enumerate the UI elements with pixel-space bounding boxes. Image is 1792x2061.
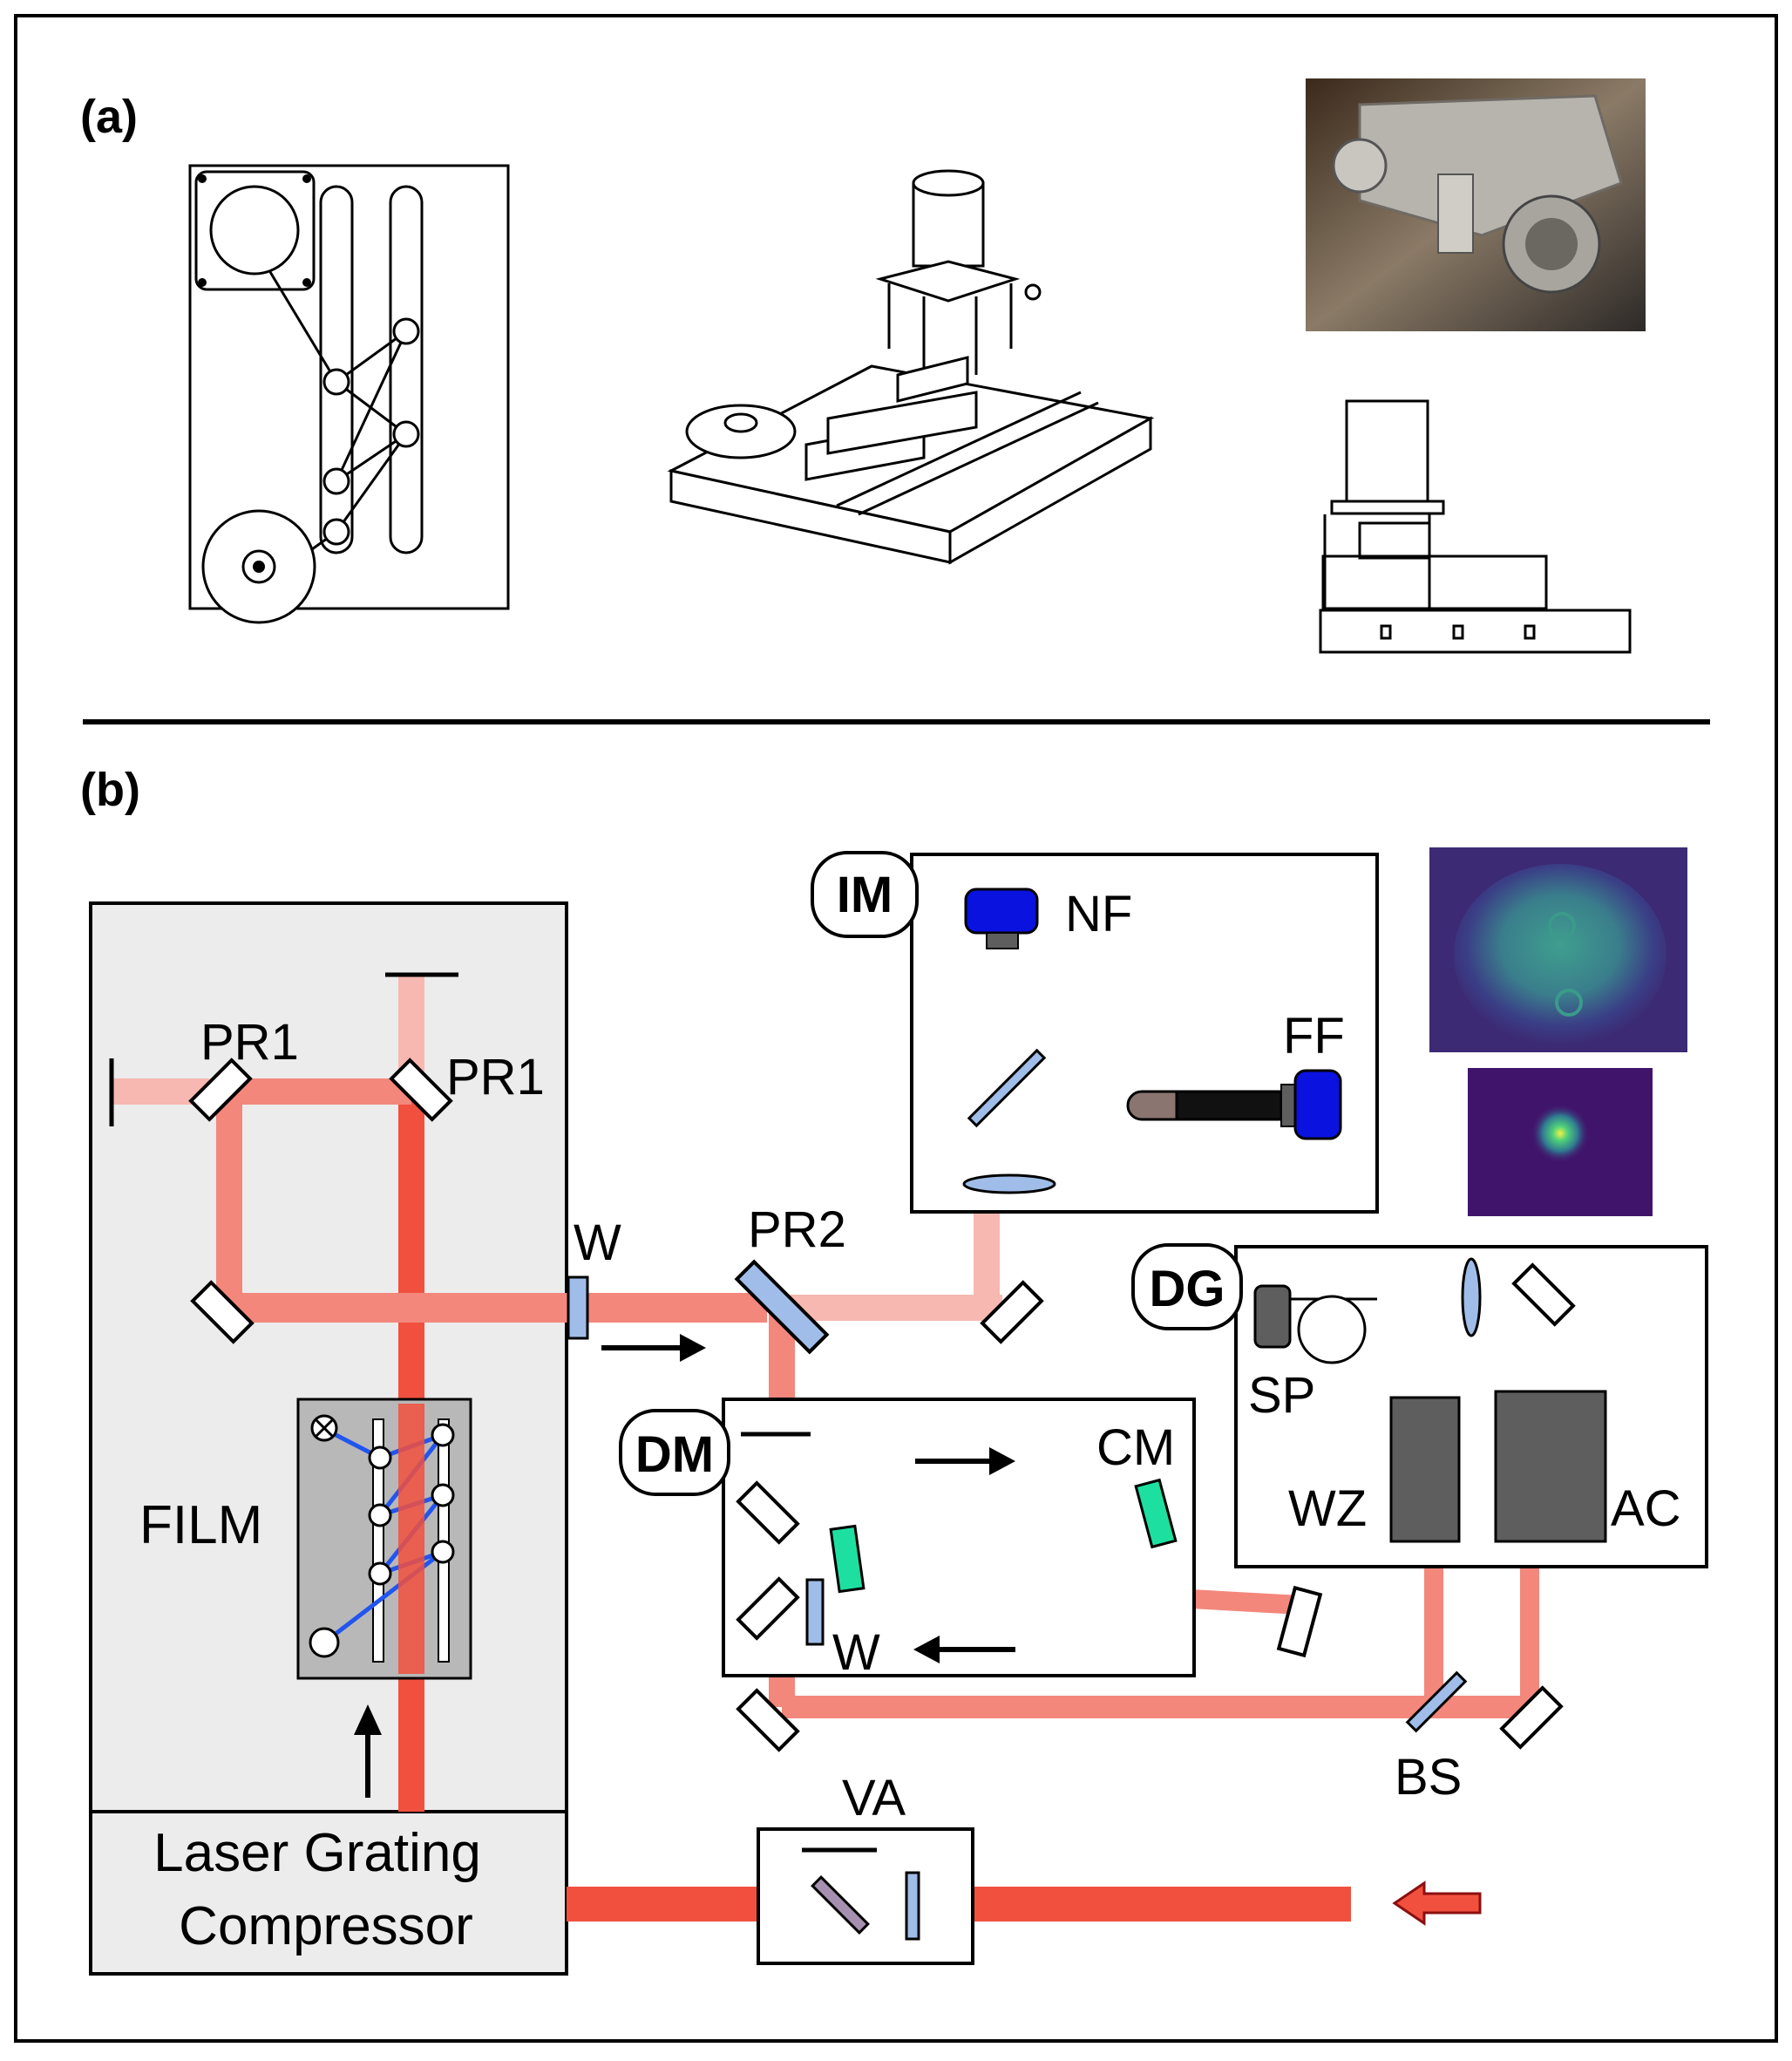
im-lens — [962, 1173, 1056, 1194]
corner-mirror-bottom — [736, 1688, 800, 1752]
im-beamsplitter — [967, 1048, 1047, 1128]
bs-beamsplitter — [1405, 1670, 1468, 1733]
compressor-label-line1: Laser Grating — [153, 1823, 481, 1883]
nf-label: NF — [1065, 886, 1132, 942]
film-mount-isometric — [667, 169, 1155, 565]
arrow-right-top — [601, 1334, 706, 1362]
window-w-bottom — [805, 1578, 825, 1646]
arrow-up — [354, 1704, 382, 1798]
dm-badge: DM — [619, 1409, 730, 1496]
dm-arrow-left — [913, 1636, 1015, 1663]
film-mount-top-view — [188, 164, 510, 624]
w-top-label: W — [574, 1214, 621, 1271]
imaging-module — [910, 853, 1379, 1214]
chirped-mirror-right — [1134, 1478, 1178, 1549]
dm-label: DM — [635, 1426, 714, 1483]
sp-label: SP — [1248, 1367, 1315, 1424]
input-arrow-icon — [1392, 1881, 1482, 1926]
steering-mirror — [190, 1280, 255, 1344]
variable-attenuator — [757, 1827, 974, 1965]
dm-exit-mirror — [1276, 1585, 1323, 1658]
ff-label: FF — [1283, 1008, 1345, 1065]
film-assembly — [296, 1398, 472, 1680]
w-bottom-label: W — [832, 1624, 880, 1681]
diagnostics-module — [1234, 1245, 1708, 1568]
compressor-label-line2: Compressor — [179, 1896, 473, 1956]
optics-film-enclosure — [109, 972, 589, 1344]
dm-arrow-right — [915, 1447, 1015, 1475]
pr1-right-mirror — [389, 1058, 453, 1122]
chamber-photograph — [1306, 78, 1646, 331]
wz-label: WZ — [1288, 1480, 1367, 1537]
pr2-mirror — [734, 1259, 830, 1355]
corner-mirror-right — [1499, 1685, 1564, 1750]
ac-label: AC — [1611, 1480, 1681, 1537]
panel-a-label: (a) — [80, 91, 138, 143]
pr2-label: PR2 — [748, 1201, 846, 1258]
va-waveplate — [905, 1871, 920, 1941]
film-mount-side-view — [1319, 399, 1632, 654]
im-badge: IM — [811, 851, 919, 938]
outer-frame — [14, 14, 1778, 2043]
sp-spectrometer-icon — [1253, 1284, 1292, 1349]
film-label: FILM — [139, 1495, 262, 1555]
window-w-top — [567, 1275, 589, 1340]
dispersion-module — [722, 1398, 1196, 1677]
chirped-mirror-left — [829, 1524, 865, 1594]
dm-mirror-bottom — [736, 1576, 800, 1641]
nf-camera-icon — [964, 888, 1039, 935]
dg-label: DG — [1150, 1261, 1225, 1317]
pr1-right-label: PR1 — [446, 1049, 545, 1105]
pr1-left-label: PR1 — [200, 1014, 299, 1071]
dg-badge: DG — [1131, 1243, 1243, 1330]
pr1-left-mirror — [188, 1058, 253, 1122]
near-field-image — [1429, 847, 1687, 1052]
wz-box — [1389, 1396, 1461, 1543]
va-label: VA — [842, 1770, 906, 1826]
cm-label: CM — [1096, 1419, 1175, 1476]
dm-mirror-top — [736, 1480, 800, 1545]
dg-lens — [1461, 1257, 1482, 1337]
im-label: IM — [837, 867, 893, 923]
ff-camera-icon — [1293, 1069, 1342, 1140]
far-field-image — [1468, 1068, 1653, 1216]
fiber-coil-icon — [1297, 1295, 1367, 1364]
im-steering-mirror — [980, 1280, 1044, 1344]
bs-label: BS — [1395, 1749, 1462, 1806]
dg-steering-mirror — [1511, 1262, 1576, 1327]
ac-box — [1494, 1390, 1607, 1543]
va-polarizer — [811, 1875, 870, 1935]
panel-b-label: (b) — [80, 764, 140, 816]
